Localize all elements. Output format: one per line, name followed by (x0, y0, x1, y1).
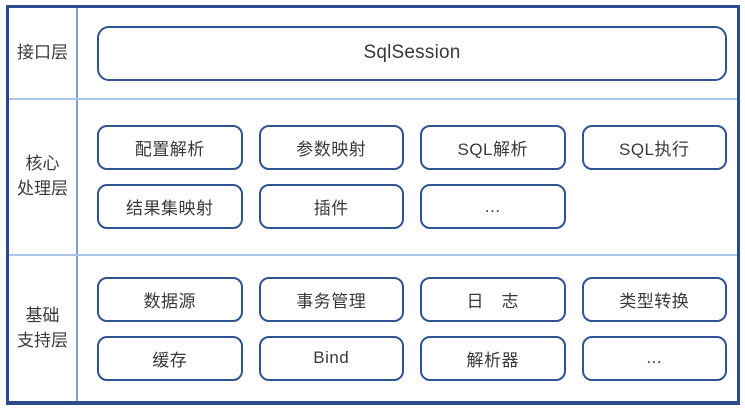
layer-label-core-processing: 核心 处理层 (9, 100, 78, 254)
layer-label-foundation-support: 基础 支持层 (9, 256, 78, 401)
architecture-frame: 接口层 SqlSession 核心 处理层 配置解析 参数映射 SQL解析 SQ… (6, 5, 740, 405)
layer-core-content: 配置解析 参数映射 SQL解析 SQL执行 结果集映射 插件 ... (78, 100, 737, 254)
layer-label-interface: 接口层 (9, 8, 78, 98)
box-plugin: 插件 (258, 184, 404, 229)
layer-foundation-support: 基础 支持层 数据源 事务管理 日 志 类型转换 缓存 Bind 解析器 ... (9, 254, 737, 401)
box-type-conversion: 类型转换 (581, 276, 727, 322)
layer-interface: 接口层 SqlSession (9, 8, 737, 98)
layer-core-processing: 核心 处理层 配置解析 参数映射 SQL解析 SQL执行 结果集映射 插件 ..… (9, 98, 737, 254)
layer-interface-content: SqlSession (78, 8, 737, 98)
box-sql-execution: SQL执行 (581, 125, 727, 170)
layer-foundation-content: 数据源 事务管理 日 志 类型转换 缓存 Bind 解析器 ... (78, 256, 737, 401)
box-logging: 日 志 (420, 276, 566, 322)
box-datasource: 数据源 (97, 276, 243, 322)
box-bind: Bind (258, 335, 404, 381)
box-sql-parsing: SQL解析 (420, 125, 566, 170)
box-parser: 解析器 (420, 335, 566, 381)
box-cache: 缓存 (97, 335, 243, 381)
box-parameter-mapping: 参数映射 (258, 125, 404, 170)
box-resultset-mapping: 结果集映射 (97, 184, 243, 229)
box-foundation-more: ... (581, 335, 727, 381)
box-transaction-management: 事务管理 (258, 276, 404, 322)
box-config-parsing: 配置解析 (97, 125, 243, 170)
box-sqlsession: SqlSession (97, 25, 727, 81)
box-core-more: ... (420, 184, 566, 229)
